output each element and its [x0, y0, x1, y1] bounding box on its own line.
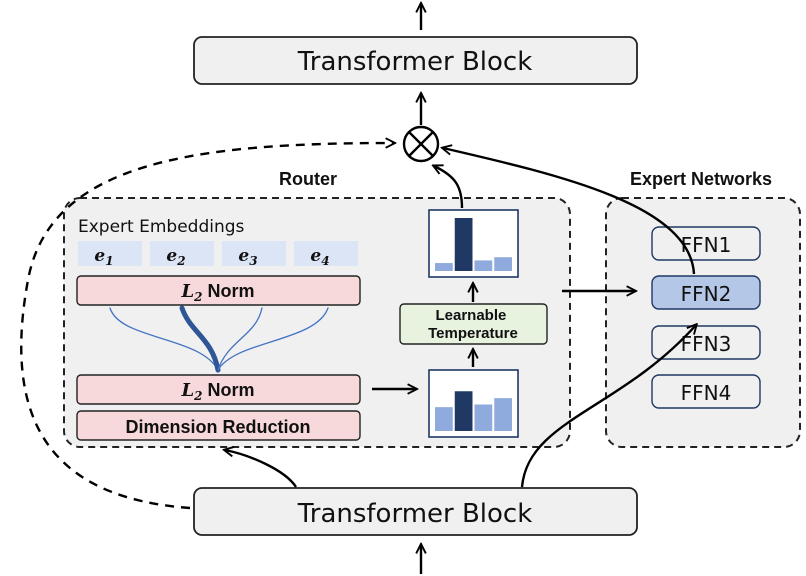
embedding-e2-label: e2	[166, 246, 185, 268]
embedding-e1: e1	[78, 241, 142, 268]
scores-before-bar-2	[454, 391, 473, 431]
scores-to-multiply-arrow	[434, 166, 464, 209]
dimension-reduction-box	[76, 410, 361, 441]
scores-before-bar-1	[435, 407, 453, 431]
embedding-e2: e2	[150, 241, 214, 268]
ffn3-label: FFN3	[681, 332, 732, 356]
l2-norm-embeddings-box	[76, 275, 361, 306]
ffn2-box: FFN2	[651, 275, 761, 310]
expert-embeddings-label: Expert Embeddings	[78, 217, 245, 237]
residual-dashed-arrow	[20, 143, 394, 510]
scores-after-histogram	[428, 209, 519, 278]
scores-before-bar-3	[474, 404, 493, 431]
learnable-temperature-label: Learnable Temperature	[428, 307, 518, 342]
embedding-e4-label: e4	[310, 246, 329, 268]
l2-norm-token-label: L2 Norm	[180, 380, 254, 403]
embedding-e3-label: e3	[238, 246, 257, 268]
scores-after-bar-4	[494, 257, 512, 271]
top-transformer-block-label: Transformer Block	[297, 47, 533, 77]
ffn2-label: FFN2	[681, 282, 732, 306]
scores-before-histogram	[428, 369, 519, 438]
scores-after-bar-3	[474, 260, 493, 271]
similarity-lines	[109, 305, 329, 373]
bottom-transformer-block	[193, 487, 638, 536]
dimension-reduction-label: Dimension Reduction	[125, 417, 310, 437]
embedding-e3: e3	[222, 241, 286, 268]
top-transformer-block	[193, 36, 638, 85]
expert-networks-title: Expert Networks	[630, 169, 772, 189]
flow-arrows	[20, 4, 696, 574]
learnable-temperature-box	[399, 303, 548, 345]
l2-norm-embeddings-label: L2 Norm	[180, 281, 254, 304]
l2-norm-token-box	[76, 374, 361, 405]
embedding-e4: e4	[294, 241, 358, 268]
scores-after-bar-1	[435, 263, 453, 271]
ffn4-box: FFN4	[651, 374, 761, 409]
ffn1-box: FFN1	[651, 226, 761, 261]
ffn4-label: FFN4	[681, 381, 732, 405]
hidden-to-ffn2-arrow	[520, 325, 696, 488]
router-title: Router	[279, 169, 337, 189]
embedding-e1-label: e1	[94, 246, 113, 268]
bottom-transformer-block-label: Transformer Block	[297, 499, 533, 529]
scores-before-bar-4	[494, 398, 512, 431]
multiply-icon	[402, 125, 440, 163]
ffn2-to-multiply-arrow	[443, 148, 696, 275]
ffn3-box: FFN3	[651, 325, 761, 360]
hidden-to-router-arrow	[225, 450, 298, 488]
scores-after-bar-2	[454, 218, 473, 271]
